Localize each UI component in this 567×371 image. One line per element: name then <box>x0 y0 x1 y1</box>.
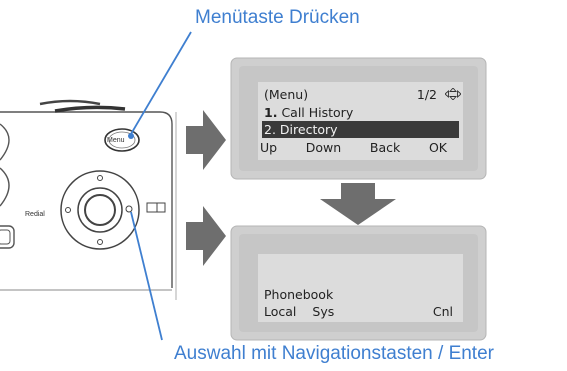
phonebook-title: Phonebook <box>264 287 334 302</box>
arrow-right-icon <box>186 206 226 266</box>
callout-dot <box>128 133 134 139</box>
phone-illustration <box>0 99 177 300</box>
menu-item-call-history[interactable]: 1. Call History <box>264 104 457 121</box>
display-phonebook: Phonebook Local Sys Cnl <box>258 254 463 322</box>
softkey-local[interactable]: Local <box>264 304 297 319</box>
callout-menu-key: Menütaste Drücken <box>195 7 360 28</box>
softkey-bar: Up Down Back OK <box>260 139 447 156</box>
menu-title: (Menu) <box>264 87 309 102</box>
redial-key-label: Redial <box>25 211 45 218</box>
softkey-ok[interactable]: OK <box>428 140 447 155</box>
softkey-up[interactable]: Up <box>260 140 278 155</box>
nav-arrows-icon <box>445 88 461 100</box>
callout-lines <box>130 31 192 341</box>
softkey-cancel[interactable]: Cnl <box>432 304 453 319</box>
menu-item-directory[interactable]: 2. Directory <box>262 121 459 138</box>
page-indicator: 1/2 <box>416 87 437 102</box>
navigation-cluster[interactable] <box>60 170 166 250</box>
softkey-sys[interactable]: Sys <box>312 304 335 319</box>
menu-item-label: Directory <box>279 122 338 137</box>
softkey-bar: Local Sys Cnl <box>264 303 453 320</box>
callout-navigation: Auswahl mit Navigationstasten / Enter <box>174 343 494 364</box>
menu-item-label: Call History <box>281 105 354 120</box>
menu-item-number: 1. <box>264 105 278 120</box>
menu-header: (Menu) 1/2 <box>264 86 461 103</box>
arrow-down-icon <box>320 183 396 225</box>
softkey-back[interactable]: Back <box>369 140 401 155</box>
softkey-down[interactable]: Down <box>305 140 342 155</box>
menu-item-number: 2. <box>264 122 276 137</box>
menu-key-label: Menu <box>107 137 125 144</box>
arrow-right-icon <box>186 110 226 170</box>
display-menu: (Menu) 1/2 1. Call History 2. Directory … <box>258 82 463 160</box>
